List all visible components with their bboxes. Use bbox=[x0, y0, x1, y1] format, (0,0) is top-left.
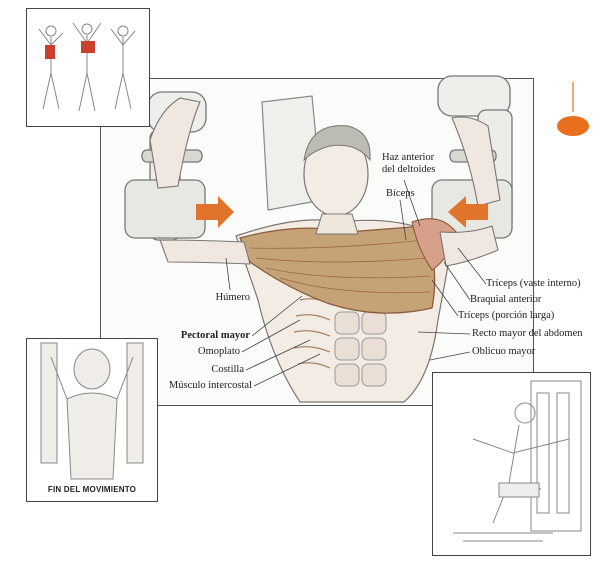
label-costilla: Costilla bbox=[211, 364, 244, 375]
label-triceps-vaste-interno: Tríceps (vaste interno) bbox=[486, 278, 581, 289]
label-biceps: Bíceps bbox=[386, 188, 415, 199]
label-musculo-intercostal: Músculo intercostal bbox=[168, 380, 252, 391]
arrow-right-icon bbox=[196, 196, 234, 228]
label-triceps-porcion-larga: Tríceps (porción larga) bbox=[458, 310, 555, 321]
label-pectoral-mayor: Pectoral mayor bbox=[180, 330, 250, 341]
muscle-overview-thumbnail bbox=[26, 8, 150, 127]
label-omoplato: Omoplato bbox=[198, 346, 240, 357]
highlight-muscle-left bbox=[45, 45, 55, 59]
neck bbox=[315, 213, 359, 235]
machine-side-thumbnail bbox=[432, 372, 591, 556]
hair bbox=[303, 125, 371, 162]
end-of-movement-caption: FIN DEL MOVIMIENTO bbox=[47, 485, 137, 494]
right-arm bbox=[439, 225, 499, 267]
abdomen-muscles bbox=[334, 311, 387, 387]
label-haz-anterior-deltoides: Haz anterior del deltoides bbox=[382, 152, 436, 175]
left-arm bbox=[159, 239, 251, 265]
end-of-movement-thumbnail: FIN DEL MOVIMIENTO bbox=[26, 338, 158, 502]
label-humero: Húmero bbox=[215, 292, 250, 303]
ribs bbox=[293, 298, 331, 369]
arrow-left-icon bbox=[448, 196, 488, 228]
leader-lines-left bbox=[225, 257, 321, 387]
left-forearm bbox=[149, 97, 201, 189]
leader-lines-right bbox=[399, 179, 487, 361]
label-oblicuo-mayor: Oblicuo mayor bbox=[472, 346, 536, 357]
accent-oval bbox=[557, 116, 589, 136]
label-braquial-anterior: Braquial anterior bbox=[470, 294, 542, 305]
highlight-muscle-center bbox=[81, 41, 95, 53]
label-recto-mayor-abdomen: Recto mayor del abdomen bbox=[472, 328, 583, 339]
